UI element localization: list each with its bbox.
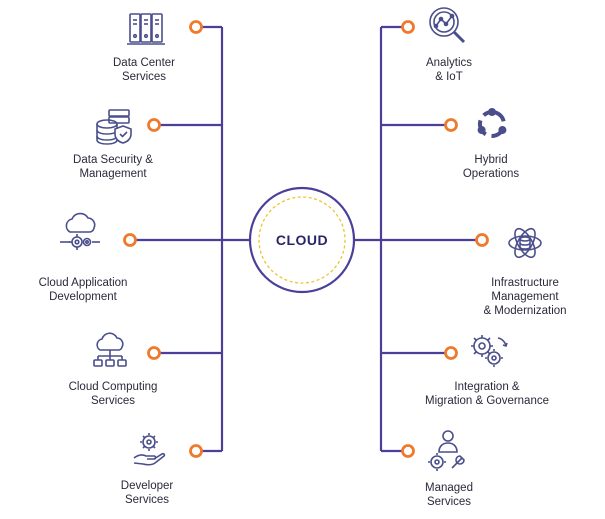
- label-line: Cloud Computing: [68, 381, 158, 393]
- label-line: Integration &: [454, 381, 520, 393]
- cloud-gear-icon: [60, 212, 100, 250]
- cloud-center-label: CLOUD: [275, 232, 329, 248]
- right-node-analytics: [401, 20, 415, 34]
- left-node-developer: [189, 444, 203, 458]
- right-node-managed: [401, 444, 415, 458]
- label-line: Cloud Application: [38, 277, 128, 289]
- label-line: Data Center: [112, 57, 176, 69]
- label-line: Services: [124, 494, 170, 506]
- server-rack-icon: [127, 13, 165, 45]
- label-line: Developer: [120, 480, 174, 492]
- atom-database-icon: [508, 227, 542, 259]
- magnifier-chart-icon: [429, 7, 466, 44]
- label-line: Hybrid: [474, 154, 508, 166]
- label-line: Analytics: [425, 57, 473, 69]
- label-line: Services: [121, 71, 167, 83]
- database-shield-icon: [96, 109, 132, 145]
- left-node-cloud-app-dev: [123, 233, 137, 247]
- label-data-security: Data Security & Management: [73, 153, 153, 181]
- hand-gear-icon: [133, 433, 166, 466]
- cloud-circle: [248, 186, 356, 294]
- left-node-cloud-computing: [147, 346, 161, 360]
- label-line: Development: [49, 291, 117, 303]
- ubuntu-icon: [477, 108, 507, 138]
- label-line: & IoT: [435, 71, 463, 83]
- cloud-inner-dashed-ring: [258, 196, 346, 284]
- left-node-data-center: [189, 20, 203, 34]
- cloud-network-icon: [93, 332, 127, 367]
- label-integration: Integration & Migration & Governance: [425, 380, 549, 408]
- label-analytics: Analytics & IoT: [426, 56, 472, 84]
- right-node-infrastructure: [475, 233, 489, 247]
- label-line: Infrastructure: [491, 277, 559, 289]
- label-line: Management: [79, 168, 147, 180]
- right-node-hybrid: [444, 118, 458, 132]
- label-line: Managed: [425, 482, 473, 494]
- label-line: Services: [426, 496, 472, 508]
- right-node-integration: [444, 346, 458, 360]
- gears-cycle-icon: [471, 335, 508, 367]
- label-line: Operations: [462, 168, 520, 180]
- label-line: Data Security &: [73, 154, 153, 166]
- left-node-data-security: [147, 118, 161, 132]
- label-line: Management: [491, 291, 559, 303]
- label-line: Migration & Governance: [424, 395, 550, 407]
- label-line: Services: [90, 395, 136, 407]
- person-tools-icon: [428, 430, 465, 471]
- label-line: & Modernization: [483, 305, 567, 317]
